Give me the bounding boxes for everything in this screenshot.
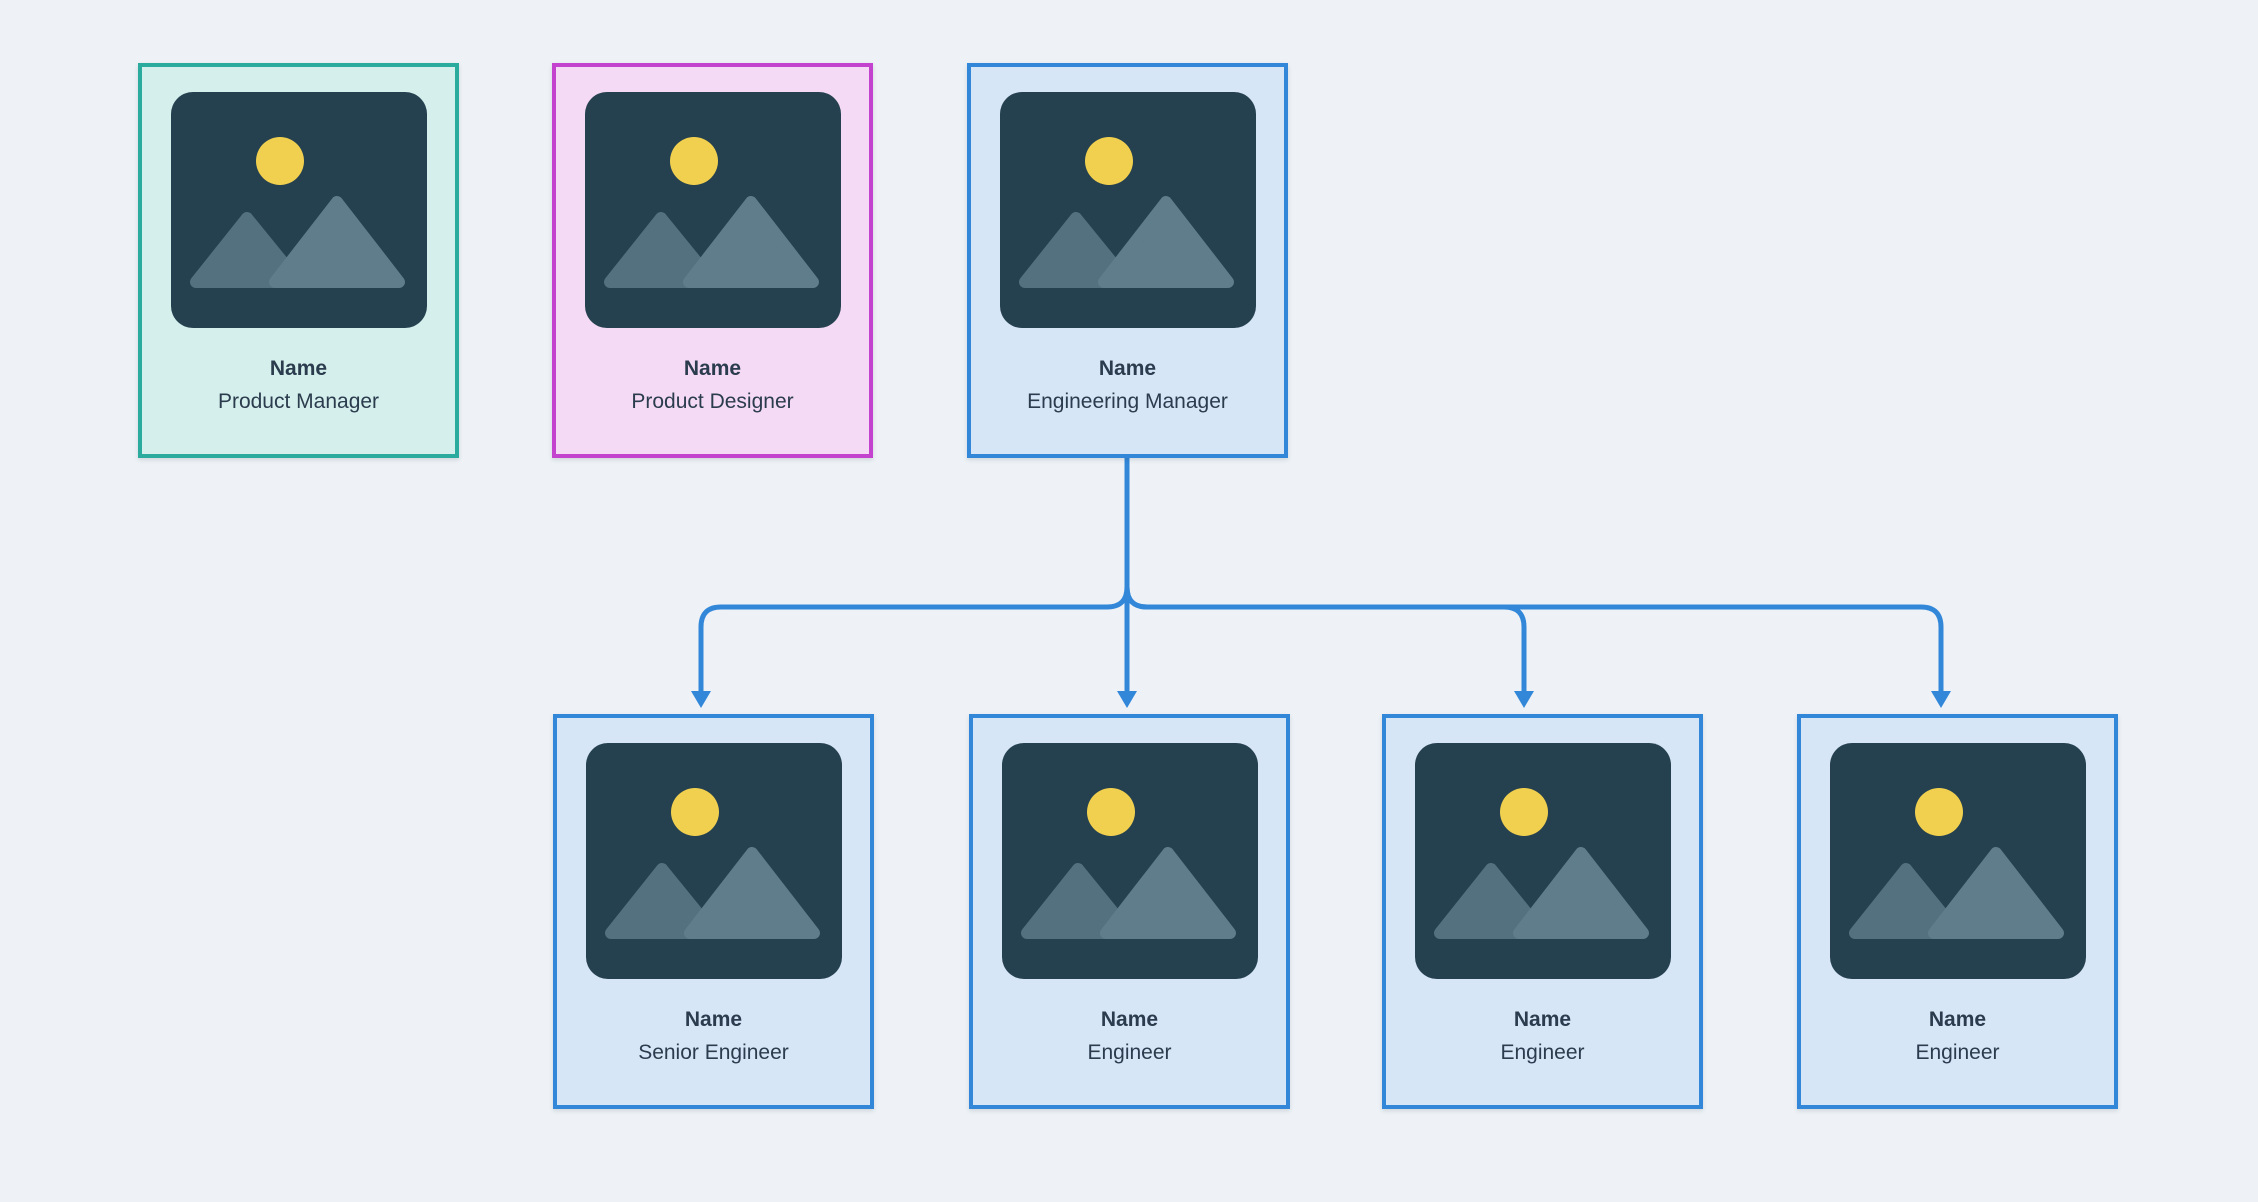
image-placeholder-icon <box>170 92 427 328</box>
image-placeholder-icon <box>1001 743 1258 979</box>
org-node-senior-engineer[interactable]: Name Senior Engineer <box>553 714 874 1109</box>
image-placeholder-icon <box>1829 743 2086 979</box>
org-node-engineering-manager[interactable]: Name Engineering Manager <box>967 63 1288 458</box>
arrowhead-down-icon <box>691 691 711 708</box>
mountain-icon <box>1927 847 2064 939</box>
image-placeholder-icon <box>585 743 842 979</box>
mountain-icon <box>1097 196 1234 288</box>
mountain-icon <box>1848 863 1964 939</box>
mountain-icon <box>1433 863 1549 939</box>
mountain-icon <box>603 212 719 288</box>
mountain-icon <box>604 863 720 939</box>
org-node-engineer-2[interactable]: Name Engineer <box>1382 714 1703 1109</box>
node-role: Engineer <box>1500 1041 1585 1064</box>
node-name: Name <box>1098 357 1157 380</box>
mountain-icon <box>268 196 405 288</box>
sun-icon <box>1499 788 1548 836</box>
node-name: Name <box>684 1008 743 1031</box>
org-node-engineer-1[interactable]: Name Engineer <box>969 714 1290 1109</box>
node-role: Engineer <box>1087 1041 1172 1064</box>
sun-icon <box>1084 137 1133 185</box>
node-name: Name <box>269 357 328 380</box>
arrowhead-down-icon <box>1514 691 1534 708</box>
node-role: Senior Engineer <box>638 1041 789 1064</box>
mountain-icon <box>1512 847 1649 939</box>
sun-icon <box>1914 788 1963 836</box>
mountain-icon <box>189 212 305 288</box>
mountain-icon <box>1020 863 1136 939</box>
node-name: Name <box>683 357 742 380</box>
sun-icon <box>255 137 304 185</box>
node-role: Engineering Manager <box>1027 390 1228 413</box>
org-node-product-designer[interactable]: Name Product Designer <box>552 63 873 458</box>
node-role: Product Manager <box>217 390 380 413</box>
org-node-engineer-3[interactable]: Name Engineer <box>1797 714 2118 1109</box>
org-node-product-manager[interactable]: Name Product Manager <box>138 63 459 458</box>
mountain-icon <box>1099 847 1236 939</box>
sun-icon <box>1086 788 1135 836</box>
sun-icon <box>670 788 719 836</box>
sun-icon <box>669 137 718 185</box>
node-role: Product Designer <box>631 390 794 413</box>
edge-manager-to-engineer-2 <box>1124 458 1527 692</box>
node-name: Name <box>1100 1008 1159 1031</box>
edge-manager-to-engineer-3 <box>1124 458 1944 692</box>
image-placeholder-icon <box>584 92 841 328</box>
image-placeholder-icon <box>999 92 1256 328</box>
image-placeholder-icon <box>1414 743 1671 979</box>
mountain-icon <box>683 847 820 939</box>
mountain-icon <box>1018 212 1134 288</box>
node-name: Name <box>1928 1008 1987 1031</box>
node-role: Engineer <box>1915 1041 2000 1064</box>
arrowhead-down-icon <box>1117 691 1137 708</box>
mountain-icon <box>682 196 819 288</box>
arrowhead-down-icon <box>1931 691 1951 708</box>
node-name: Name <box>1513 1008 1572 1031</box>
edge-manager-to-senior-engineer <box>698 458 1130 692</box>
